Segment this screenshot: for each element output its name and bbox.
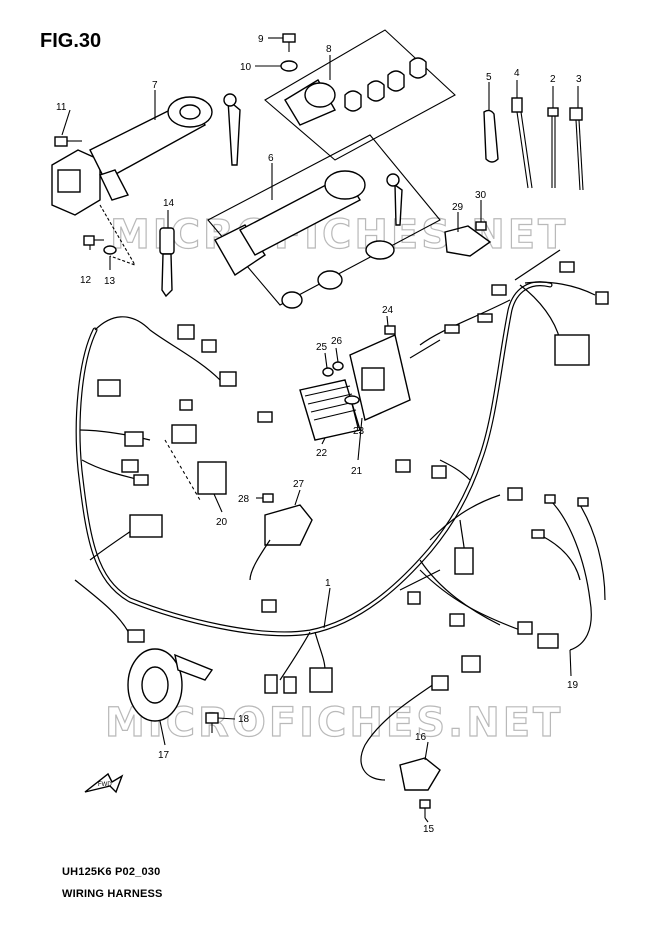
- sub-harness-19: [531, 494, 606, 651]
- callout-8: 8: [326, 44, 332, 55]
- screw-24: [384, 325, 396, 335]
- horn-17: [127, 648, 214, 722]
- callout-9: 9: [258, 34, 264, 45]
- washer-13: [103, 245, 117, 255]
- callout-5: 5: [486, 72, 492, 83]
- callout-18: 18: [238, 714, 250, 725]
- callout-6: 6: [268, 153, 274, 164]
- figure-name: WIRING HARNESS: [62, 888, 163, 900]
- cable-tie-3: [569, 107, 584, 191]
- callout-30: 30: [475, 190, 487, 201]
- callout-1: 1: [325, 578, 331, 589]
- key-14: [159, 227, 175, 298]
- callout-21: 21: [351, 466, 363, 477]
- watermark-bottom: MICROFICHES.NET: [105, 700, 563, 746]
- callout-2: 2: [550, 74, 556, 85]
- lock-set-6: [207, 134, 441, 309]
- watermark-top: MICROFICHES.NET: [110, 212, 568, 258]
- screw-30: [475, 221, 487, 231]
- cable-tie-5: [483, 109, 499, 163]
- switch-27: [249, 504, 313, 581]
- washer-10: [280, 60, 298, 72]
- bolt-12: [83, 235, 104, 246]
- screw-28: [262, 493, 274, 503]
- callout-26: 26: [331, 336, 343, 347]
- screw-15: [419, 799, 431, 818]
- bolt-11: [54, 136, 82, 147]
- callout-4: 4: [514, 68, 520, 79]
- callout-11: 11: [56, 102, 67, 113]
- figure-code: UH125K6 P02_030: [62, 866, 161, 878]
- figure-title: FIG.30: [40, 30, 102, 52]
- callout-12: 12: [80, 275, 92, 286]
- callout-24: 24: [382, 305, 394, 316]
- callout-22: 22: [316, 448, 328, 459]
- lamp-assembly-21: [299, 334, 441, 441]
- callout-7: 7: [152, 80, 158, 91]
- switch-16: [360, 675, 449, 791]
- callout-17: 17: [158, 750, 170, 761]
- cable-tie-4: [511, 97, 533, 189]
- harness-connectors: [97, 261, 609, 694]
- ignition-switch-assembly: [51, 93, 241, 216]
- callout-16: 16: [415, 732, 427, 743]
- callout-25: 25: [316, 342, 328, 353]
- callout-3: 3: [576, 74, 582, 85]
- screw-9: [282, 33, 296, 52]
- callout-20: 20: [216, 517, 228, 528]
- wiring-harness-1: [74, 249, 596, 681]
- callout-27: 27: [293, 479, 305, 490]
- cable-tie-2: [547, 107, 559, 188]
- callout-14: 14: [163, 198, 175, 209]
- callout-10: 10: [240, 62, 252, 73]
- callout-23: 23: [353, 426, 365, 437]
- lock-set-8: [264, 29, 456, 161]
- callout-13: 13: [104, 276, 116, 287]
- callout-19: 19: [567, 680, 579, 691]
- callout-15: 15: [423, 824, 435, 835]
- callout-29: 29: [452, 202, 464, 213]
- leader-lines: [61, 37, 579, 823]
- forward-arrow-icon: FWD: [84, 772, 124, 794]
- nut-25: [322, 367, 334, 377]
- callout-28: 28: [238, 494, 250, 505]
- bracket-29: [444, 225, 492, 257]
- direction-label: FWD: [98, 782, 112, 788]
- washer-26: [332, 361, 344, 371]
